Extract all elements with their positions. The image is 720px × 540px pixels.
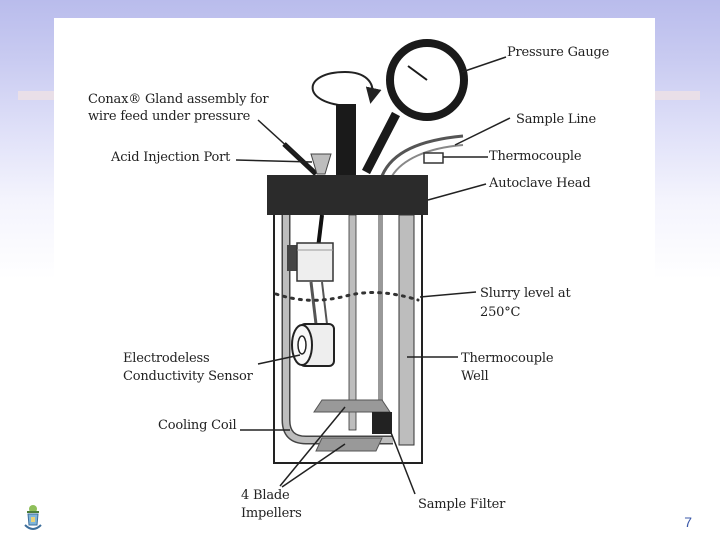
label-conax-line2: wire feed under pressure bbox=[88, 109, 251, 124]
impeller-lower bbox=[315, 437, 383, 452]
label-autoclave-head: Autoclave Head bbox=[489, 176, 591, 191]
leader-slurry bbox=[419, 291, 477, 298]
leader-impeller-1 bbox=[279, 406, 346, 487]
vessel-body bbox=[273, 215, 423, 464]
leader-conductivity bbox=[257, 354, 301, 365]
label-slurry-line1: Slurry level at bbox=[480, 286, 571, 301]
sensor-rod bbox=[309, 281, 318, 325]
label-cooling-coil: Cooling Coil bbox=[158, 418, 237, 433]
acid-port-funnel bbox=[310, 153, 332, 175]
sample-filter bbox=[372, 412, 392, 434]
label-impellers-line1: 4 Blade bbox=[241, 488, 290, 503]
cooling-coil-inner bbox=[283, 215, 393, 443]
rotation-arrow bbox=[311, 70, 382, 107]
thermocouple-well bbox=[398, 214, 415, 446]
leader-impeller-2 bbox=[281, 443, 346, 488]
sample-line-tube bbox=[380, 134, 464, 177]
thermocouple-block bbox=[423, 152, 444, 164]
label-thermowell-line2: Well bbox=[461, 369, 489, 384]
leader-pressure-gauge bbox=[461, 56, 507, 73]
label-pressure-gauge: Pressure Gauge bbox=[507, 45, 610, 60]
label-impellers-line2: Impellers bbox=[241, 506, 302, 521]
sensor-box bbox=[296, 242, 334, 282]
pressure-gauge-needle bbox=[407, 65, 428, 81]
label-acid-port: Acid Injection Port bbox=[111, 150, 231, 165]
sample-dip-tube bbox=[378, 215, 383, 415]
page-number: 7 bbox=[684, 514, 692, 530]
leader-conax bbox=[257, 119, 303, 161]
slurry-level-line bbox=[274, 291, 420, 302]
leader-acid-port bbox=[235, 159, 313, 163]
impeller-upper bbox=[313, 399, 391, 413]
label-sample-line: Sample Line bbox=[516, 112, 596, 127]
label-thermowell-line1: Thermocouple bbox=[461, 351, 554, 366]
sensor-rod-2 bbox=[321, 281, 328, 325]
label-sample-filter: Sample Filter bbox=[418, 497, 506, 512]
label-electrodeless-line1: Electrodeless bbox=[123, 351, 210, 366]
label-conax-line1: Conax® Gland assembly for bbox=[88, 92, 269, 107]
sensor-box-side bbox=[287, 245, 298, 271]
institution-logo-icon bbox=[24, 505, 42, 530]
label-electrodeless-line2: Conductivity Sensor bbox=[123, 369, 253, 384]
label-slurry-line2: 250°C bbox=[480, 305, 521, 320]
label-thermocouple: Thermocouple bbox=[489, 149, 582, 164]
autoclave-head bbox=[267, 175, 428, 215]
sample-line-tube-2 bbox=[391, 144, 464, 177]
leader-sample-line bbox=[454, 117, 511, 146]
leader-autoclave-head bbox=[427, 183, 487, 201]
gauge-stem bbox=[362, 111, 400, 175]
stirrer-shaft bbox=[348, 214, 357, 431]
motor-housing bbox=[336, 104, 356, 176]
leader-sample-filter bbox=[389, 429, 416, 495]
